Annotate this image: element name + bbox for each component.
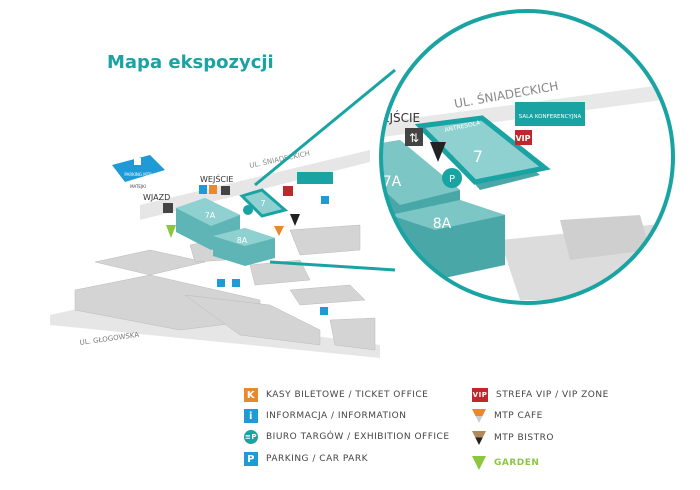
parking-icon[interactable]	[232, 279, 240, 287]
vip-icon: VIP	[472, 388, 488, 402]
ticket-office-icon: K	[244, 388, 258, 402]
parking-icon[interactable]	[320, 307, 328, 315]
legend-label: BIURO TARGÓW / EXHIBITION OFFICE	[266, 432, 450, 442]
hall-7-small: 7	[239, 188, 289, 218]
conference-hall-label-small	[297, 172, 333, 184]
hall-label-7: 7	[260, 199, 265, 208]
conference-hall-label	[515, 102, 585, 126]
hall-label-7a-zoom: 7A	[383, 174, 402, 190]
hall-label-7a: 7A	[205, 211, 216, 220]
zoom-connector	[254, 68, 396, 187]
legend-item: K KASY BILETOWE / TICKET OFFICE	[244, 388, 428, 402]
entrance-arrows-icon	[163, 203, 173, 213]
legend-label: MTP CAFE	[494, 411, 543, 421]
hall-label-7-zoom: 7	[473, 147, 483, 166]
parking-icon[interactable]	[321, 196, 329, 204]
exhibition-office-icon[interactable]	[243, 205, 253, 215]
svg-text:PARKING MTP: PARKING MTP	[124, 172, 152, 177]
cafe-icon[interactable]	[274, 226, 284, 236]
legend-item: GARDEN	[472, 456, 539, 470]
zoom-circle	[379, 9, 675, 305]
entrance-label-small: WEJŚCIE	[200, 173, 233, 184]
svg-text:SALA KONFERENCYJNA: SALA KONFERENCYJNA	[519, 114, 582, 120]
entrance-label-zoom: WEJŚCIE	[370, 110, 420, 125]
information-icon: i	[244, 409, 258, 423]
legend-item: VIP STREFA VIP / VIP ZONE	[472, 388, 609, 402]
vehicle-entrance-label: WJAZD	[143, 193, 170, 202]
page-title: Mapa ekspozycji	[107, 52, 274, 73]
bistro-icon	[472, 431, 486, 445]
parking-icon[interactable]	[217, 279, 225, 287]
legend-item: MTP CAFE	[472, 409, 543, 423]
legend-item: ≡P BIURO TARGÓW / EXHIBITION OFFICE	[244, 430, 450, 444]
vip-icon	[515, 130, 532, 145]
legend-label: INFORMACJA / INFORMATION	[266, 411, 407, 421]
parking-mtp[interactable]: PARKING MTP MATEJKI	[112, 155, 165, 189]
garden-icon	[472, 456, 486, 470]
cafe-icon	[472, 409, 486, 423]
entrance-arrows-icon	[405, 128, 423, 146]
legend-item: i INFORMACJA / INFORMATION	[244, 409, 406, 423]
exhibition-office-icon	[442, 168, 462, 188]
svg-text:⇅: ⇅	[409, 131, 419, 145]
bistro-icon	[430, 142, 446, 162]
legend-item: MTP BISTRO	[472, 431, 554, 445]
exhibition-office-icon: ≡P	[244, 430, 258, 444]
legend-label: KASY BILETOWE / TICKET OFFICE	[266, 390, 429, 400]
hall-label-8a-zoom: 8A	[433, 216, 452, 232]
hall-8a-small: 8A	[213, 228, 275, 266]
hall-label-8a: 8A	[237, 236, 248, 245]
information-icon[interactable]	[199, 185, 207, 194]
zoom-connector	[269, 260, 396, 272]
legend-label: MTP BISTRO	[494, 433, 554, 443]
legend-item: P PARKING / CAR PARK	[244, 452, 368, 466]
bistro-icon[interactable]	[290, 214, 300, 226]
legend-label: PARKING / CAR PARK	[266, 454, 368, 464]
entrance-arrows-icon	[221, 186, 230, 195]
grey-buildings	[74, 224, 376, 351]
legend-label: GARDEN	[494, 458, 540, 468]
garden-icon[interactable]	[166, 225, 176, 238]
svg-text:MATEJKI: MATEJKI	[130, 184, 146, 189]
svg-text:P: P	[449, 174, 455, 185]
street-label-glogowska: UL. GŁOGOWSKA	[79, 331, 140, 347]
legend-label: STREFA VIP / VIP ZONE	[496, 390, 609, 400]
parking-icon: P	[244, 452, 258, 466]
ticket-office-icon[interactable]	[209, 185, 217, 194]
vip-icon[interactable]	[283, 186, 293, 196]
svg-text:VIP: VIP	[515, 134, 530, 143]
